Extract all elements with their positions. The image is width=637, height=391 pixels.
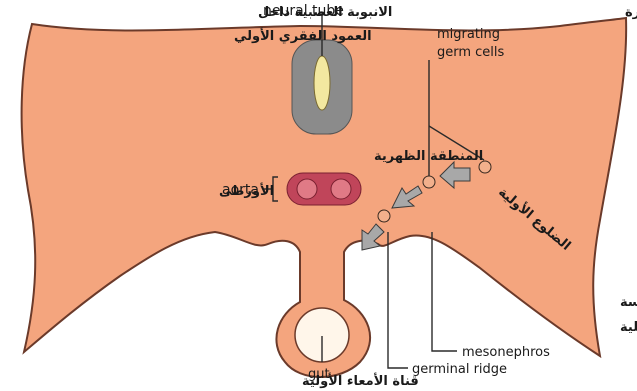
- label-migrating-en-2: germ cells: [437, 45, 505, 60]
- label-mesonephros-ar-2: والحدبة التناسلية: [620, 320, 637, 335]
- label-aorta-ar: الأورطى: [219, 182, 274, 199]
- label-neural-tube-ar-1: الانبوبة العصبية داخل: [258, 5, 392, 20]
- aorta-left: [297, 179, 317, 199]
- label-dorsal-region-ar: المنطقة الظهرية: [374, 149, 483, 164]
- label-gut-ar: قناة الأمعاء الأولية: [302, 372, 419, 389]
- leader-germinal-ridge: [388, 232, 408, 368]
- label-germinal-ridge-en: germinal ridge: [412, 362, 507, 377]
- germ-cell-3: [378, 210, 390, 222]
- neural-tube-canal: [314, 56, 330, 110]
- label-mesonephros-ar-1: الحدبة البوتيسة: [620, 295, 637, 310]
- label-neural-tube-ar-2: العمود الفقري الأولي: [234, 27, 372, 44]
- label-migrating-ar: الخلايا التناسلية المهاجرة: [625, 5, 637, 20]
- label-mesonephros-en: mesonephros: [462, 345, 550, 360]
- germ-cell-2: [423, 176, 435, 188]
- aorta-right: [331, 179, 351, 199]
- label-migrating-en-1: migrating: [437, 27, 500, 42]
